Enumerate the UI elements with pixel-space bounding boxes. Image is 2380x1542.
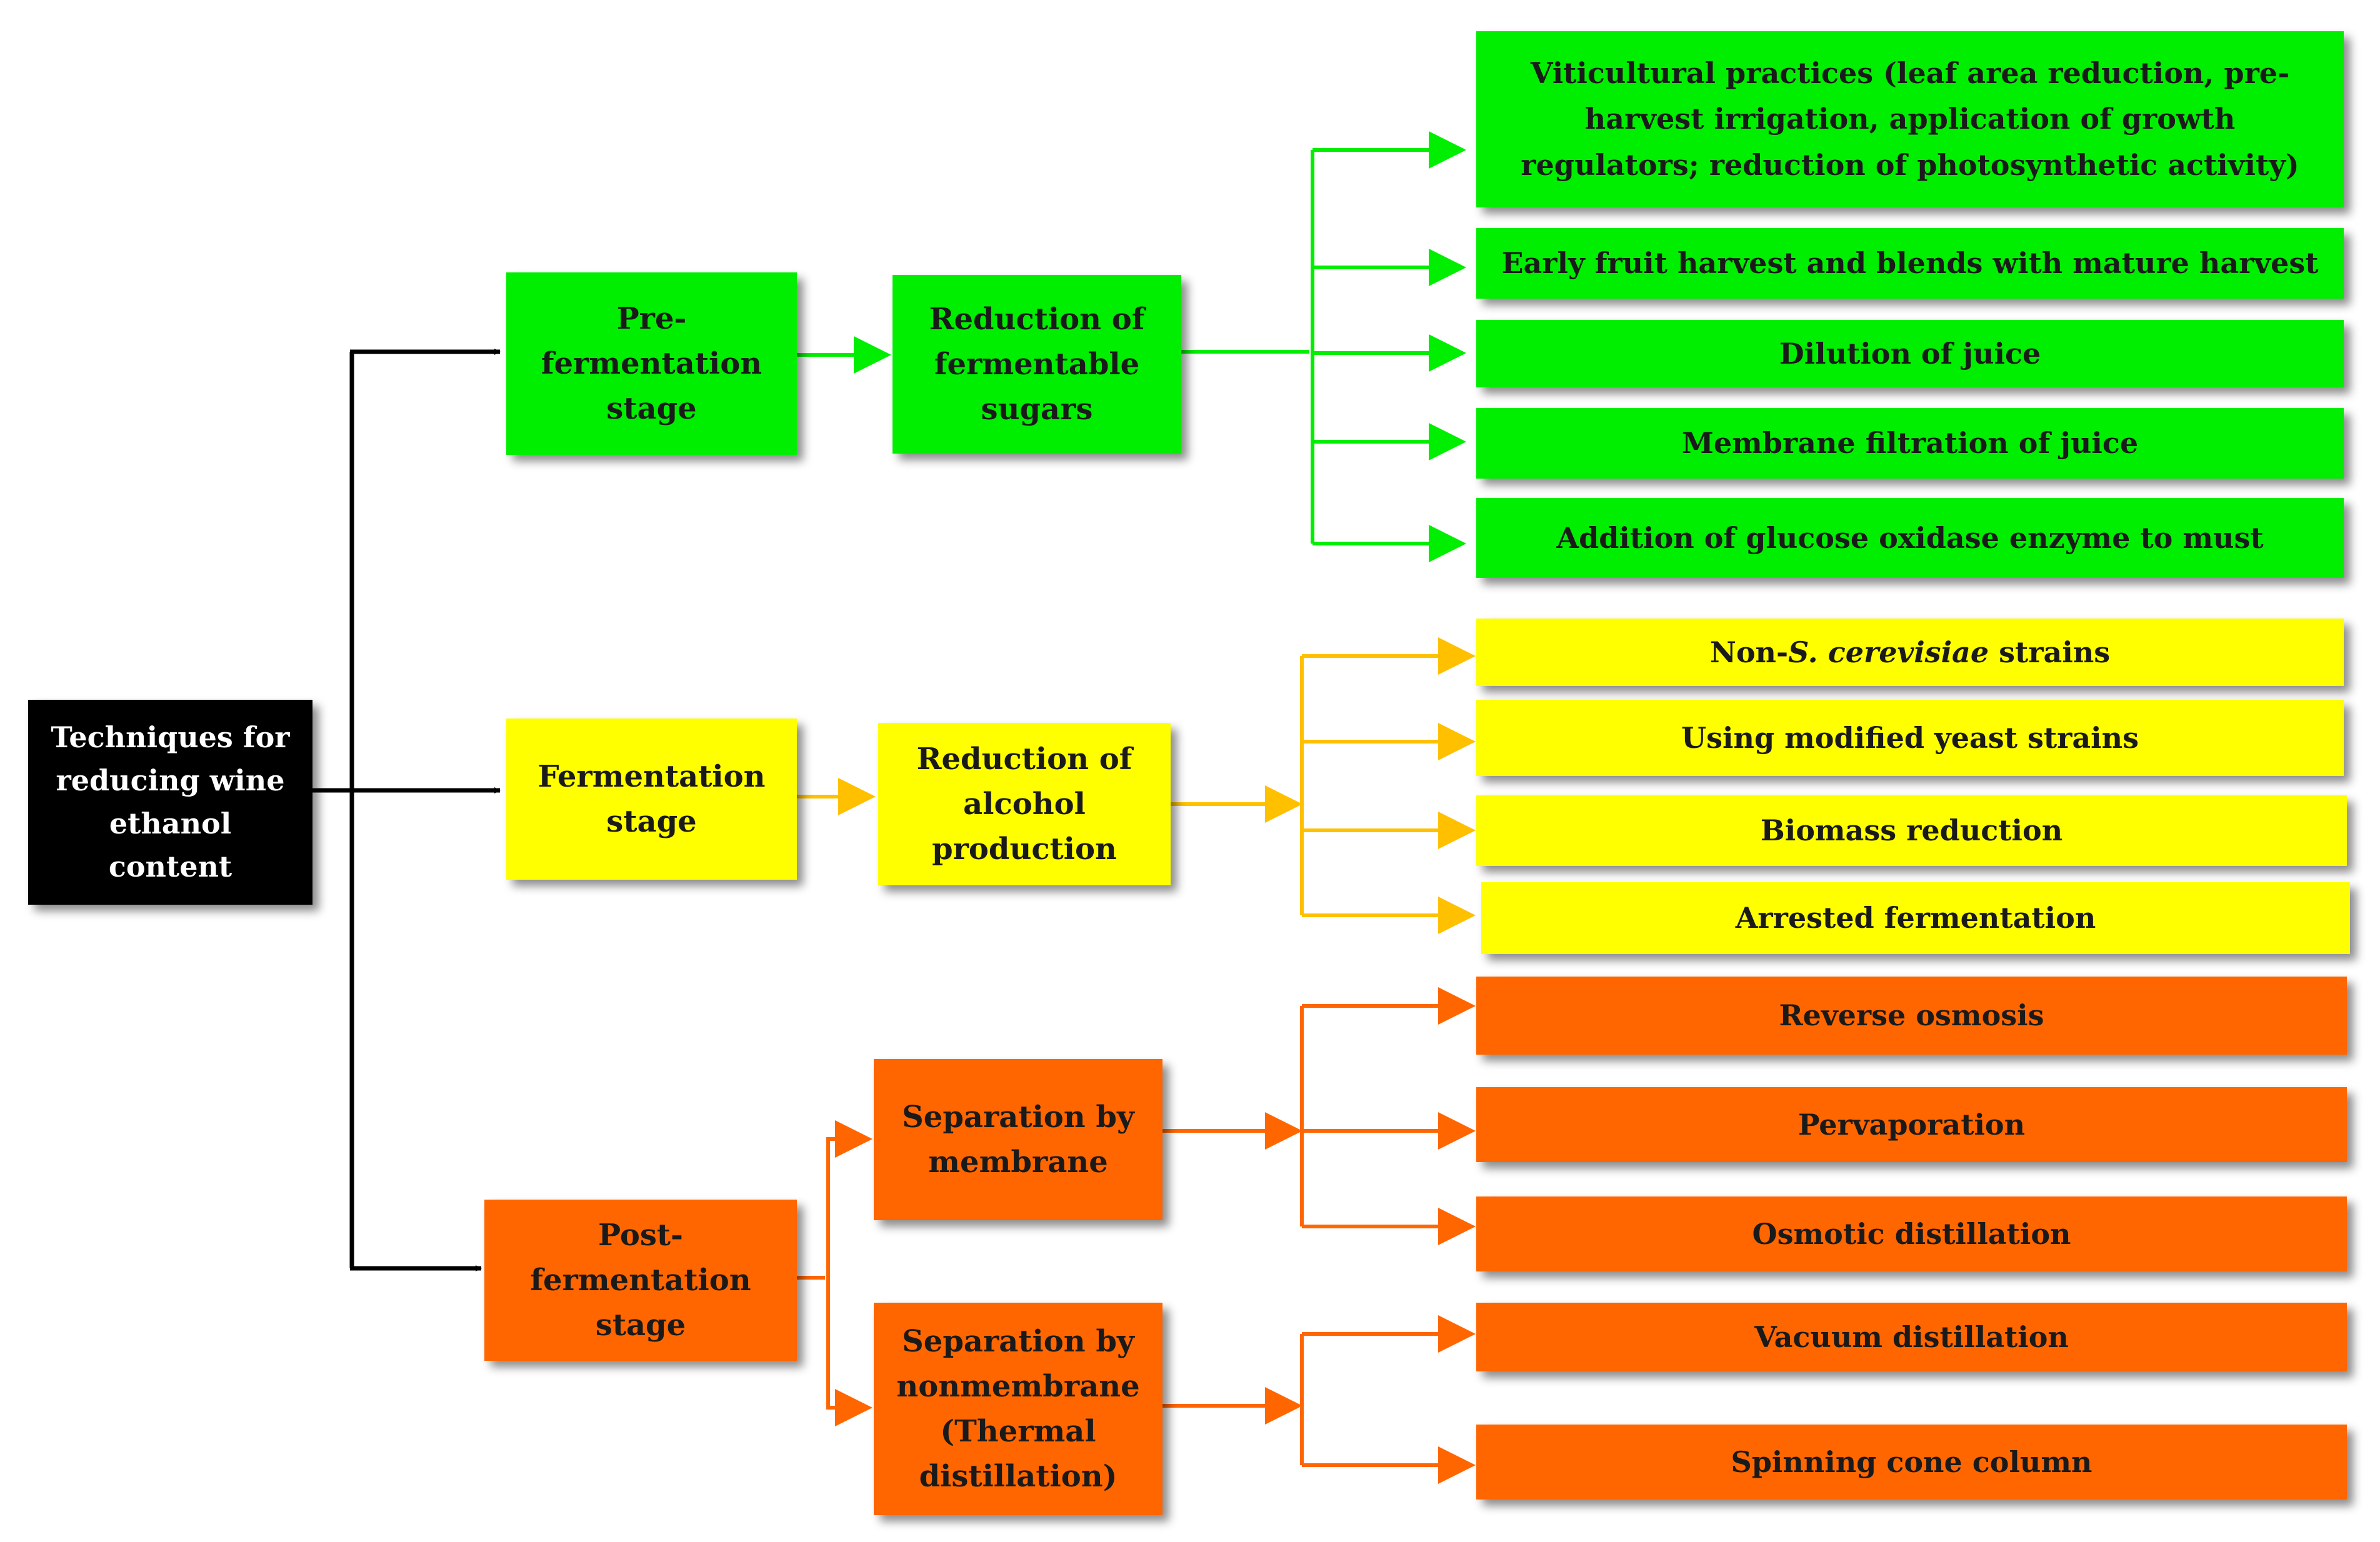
fermentation-technique-label: Non-S. cerevisiae strains	[1709, 635, 2111, 669]
pre-technique-label: Membrane filtration of juice	[1681, 426, 2139, 460]
membrane-technique-label: Osmotic distillation	[1752, 1216, 2071, 1251]
post-stage-label: Post-fermentation stage	[530, 1218, 751, 1343]
fermentation-connectors	[797, 637, 1476, 934]
fermentation-stage-node: Fermentation stage	[506, 719, 797, 880]
membrane-technique-node: Pervaporation	[1476, 1087, 2347, 1162]
fermentation-method-label: Reduction of alcohol production	[916, 742, 1132, 867]
pre-technique-node: Early fruit harvest and blends with matu…	[1476, 228, 2344, 299]
nonmembrane-technique-label: Vacuum distillation	[1754, 1320, 2069, 1354]
pre-technique-node: Dilution of juice	[1476, 320, 2344, 387]
root-label: Techniques for reducing wine ethanol con…	[51, 720, 290, 883]
nonmembrane-technique-node: Spinning cone column	[1476, 1425, 2347, 1500]
fermentation-technique-node: Non-S. cerevisiae strains	[1476, 619, 2344, 686]
pre-technique-label: Dilution of juice	[1779, 336, 2041, 371]
pre-technique-label: Early fruit harvest and blends with matu…	[1501, 246, 2319, 280]
membrane-method-node: Separation by membrane	[874, 1059, 1162, 1220]
pre-technique-node: Viticultural practices (leaf area reduct…	[1476, 31, 2344, 207]
nonmembrane-technique-node: Vacuum distillation	[1476, 1303, 2347, 1371]
membrane-technique-label: Pervaporation	[1798, 1107, 2026, 1142]
fermentation-technique-label: Using modified yeast strains	[1681, 720, 2139, 755]
fermentation-technique-node: Using modified yeast strains	[1476, 700, 2344, 776]
pre-technique-label: Addition of glucose oxidase enzyme to mu…	[1556, 520, 2264, 555]
nonmembrane-method-node: Separation by nonmembrane (Thermal disti…	[874, 1303, 1162, 1515]
pre-technique-label: Viticultural practices (leaf area reduct…	[1521, 56, 2299, 182]
fermentation-technique-label: Arrested fermentation	[1735, 901, 2096, 935]
post-connectors	[797, 987, 1476, 1484]
nonmembrane-technique-label: Spinning cone column	[1731, 1445, 2092, 1479]
root-connectors	[312, 349, 501, 1271]
pre-connectors	[797, 131, 1466, 562]
membrane-method-label: Separation by membrane	[902, 1100, 1134, 1180]
pre-method-label: Reduction of fermentable sugars	[929, 302, 1145, 427]
pre-technique-node: Membrane filtration of juice	[1476, 408, 2344, 479]
pre-fermentation-stage-node: Pre-fermentation stage	[506, 272, 797, 455]
fermentation-method-node: Reduction of alcohol production	[878, 723, 1171, 885]
fermentation-technique-node: Biomass reduction	[1476, 795, 2347, 866]
membrane-technique-label: Reverse osmosis	[1779, 998, 2044, 1032]
fermentation-stage-label: Fermentation stage	[538, 759, 766, 839]
fermentation-technique-label: Biomass reduction	[1760, 813, 2063, 847]
post-fermentation-stage-node: Post-fermentation stage	[484, 1200, 797, 1361]
pre-technique-node: Addition of glucose oxidase enzyme to mu…	[1476, 498, 2344, 578]
pre-method-node: Reduction of fermentable sugars	[892, 275, 1181, 454]
pre-stage-label: Pre-fermentation stage	[541, 301, 762, 426]
fermentation-technique-node: Arrested fermentation	[1481, 882, 2350, 954]
root-node: Techniques for reducing wine ethanol con…	[28, 700, 312, 905]
nonmembrane-method-label: Separation by nonmembrane (Thermal disti…	[896, 1324, 1140, 1494]
membrane-technique-node: Osmotic distillation	[1476, 1196, 2347, 1271]
membrane-technique-node: Reverse osmosis	[1476, 977, 2347, 1055]
